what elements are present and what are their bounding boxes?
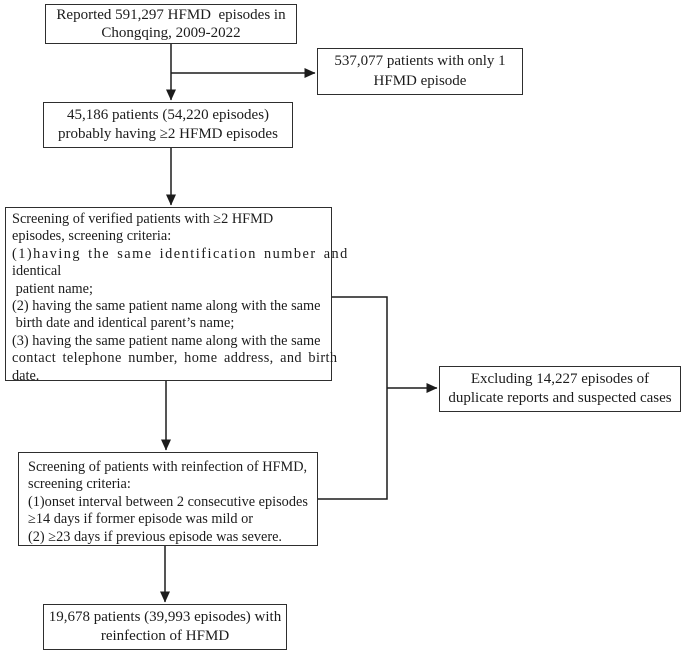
box-text-line: (1)having the same identification number… bbox=[12, 245, 349, 262]
box-excluding-duplicates: Excluding 14,227 episodes of duplicate r… bbox=[439, 366, 681, 412]
box-text-line: 45,186 patients (54,220 episodes) bbox=[66, 106, 270, 123]
box-text-line: Screening of verified patients with ≥2 H… bbox=[12, 211, 274, 227]
box-text-line: date. bbox=[12, 367, 40, 384]
box-text-line: (2) ≥23 days if previous episode was sev… bbox=[28, 528, 283, 545]
box-text-line: episodes, screening criteria: bbox=[12, 228, 172, 245]
box-text-line: (3) having the same patient name along w… bbox=[12, 332, 321, 349]
box-screening-verified-patients: Screening of verified patients with ≥2 H… bbox=[5, 207, 349, 384]
box-final-reinfection-count: 19,678 patients (39,993 episodes) with r… bbox=[43, 604, 287, 650]
box-screening-reinfection: Screening of patients with reinfection o… bbox=[18, 452, 318, 546]
box-reported-episodes: Reported 591,297 HFMD episodes in Chongq… bbox=[45, 4, 297, 44]
box-text-line: Chongqing, 2009-2022 bbox=[101, 25, 241, 41]
box-text-line: patient name; bbox=[12, 280, 93, 297]
box-text-line: 19,678 patients (39,993 episodes) with bbox=[48, 608, 282, 625]
box-text-line: (1)onset interval between 2 consecutive … bbox=[28, 493, 308, 510]
box-text-line: probably having ≥2 HFMD episodes bbox=[58, 126, 278, 142]
box-text-line: birth date and identical parent’s name; bbox=[12, 315, 235, 332]
box-text-line: screening criteria: bbox=[28, 476, 131, 493]
box-probable-multi-episode: 45,186 patients (54,220 episodes) probab… bbox=[43, 102, 293, 148]
box-text-line: HFMD episode bbox=[373, 72, 467, 89]
box-text-line: Reported 591,297 HFMD episodes in bbox=[56, 6, 286, 23]
box-single-episode-patients: 537,077 patients with only 1 HFMD episod… bbox=[317, 48, 523, 95]
box-text-line: duplicate reports and suspected cases bbox=[448, 390, 672, 406]
box-text-line: Excluding 14,227 episodes of bbox=[470, 370, 650, 387]
box-text-line: (2) having the same patient name along w… bbox=[12, 298, 321, 315]
box-text-line: contact telephone number, home address, … bbox=[12, 350, 338, 367]
box-text-line: 537,077 patients with only 1 bbox=[334, 53, 506, 69]
box-text-line: identical bbox=[12, 263, 62, 280]
box-text-line: reinfection of HFMD bbox=[100, 628, 230, 644]
box-text-line: ≥14 days if former episode was mild or bbox=[28, 511, 254, 528]
box-text-line: Screening of patients with reinfection o… bbox=[28, 459, 308, 475]
